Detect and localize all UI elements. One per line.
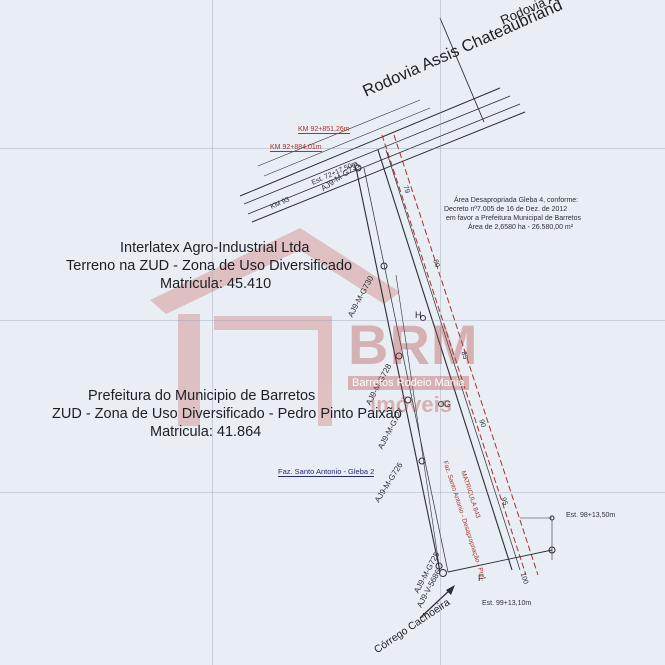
plot-1-owner: Interlatex Agro-Industrial Ltda	[120, 240, 310, 256]
stream-arrow	[419, 587, 453, 619]
plot-2-registry: Matricula: 41.864	[150, 424, 262, 440]
est-bottom-label: Est. 99+13,10m	[482, 600, 532, 607]
note-line-2: Decreto nº7.005 de 16 de Dez. de 2012	[444, 206, 568, 213]
fold-crease	[212, 0, 213, 665]
station-line-west	[355, 167, 441, 573]
gleba-label: Faz. Santo Antonio - Gleba 2	[278, 467, 375, 477]
road-edges	[239, 87, 526, 223]
plot-1-registry: Matricula: 45.410	[160, 276, 272, 292]
plot-1-zone: Terreno na ZUD - Zona de Uso Diversifica…	[66, 258, 353, 274]
fold-crease	[440, 0, 441, 665]
km-marker-1: KM 92+851,26m	[298, 126, 350, 134]
fold-crease	[0, 148, 665, 149]
note-line-1: Área Desapropriada Gleba 4, conforme:	[454, 197, 579, 204]
red-strip-left	[381, 134, 527, 576]
road-boundary	[439, 17, 485, 123]
est-right-label: Est. 98+13,50m	[566, 512, 616, 519]
red-strip-right	[393, 134, 539, 576]
watermark-house-icon	[150, 228, 400, 426]
note-line-3: em favor a Prefeitura Municipal de Barre…	[446, 215, 582, 222]
survey-points	[354, 164, 556, 577]
point-h: H	[415, 310, 422, 320]
km-marker-2: KM 92+884,01m	[270, 144, 322, 152]
plot-2-zone: ZUD - Zona de Uso Diversificado - Pedro …	[52, 406, 402, 422]
plot-2-owner: Prefeitura do Municipio de Barretos	[88, 388, 316, 404]
point-g: G	[444, 399, 452, 409]
watermark-sub: imóveis	[370, 392, 452, 417]
station-line-east	[377, 149, 513, 571]
watermark-tagline: Barretos Rodeio Mania	[348, 376, 469, 390]
bottom-connector	[447, 549, 553, 573]
fold-crease	[0, 492, 665, 493]
watermark-brand: BRM	[348, 313, 479, 376]
fold-crease	[0, 320, 665, 321]
point-f: F	[478, 573, 484, 583]
note-line-4: Área de 2,6580 ha - 26.580,00 m²	[468, 224, 574, 231]
